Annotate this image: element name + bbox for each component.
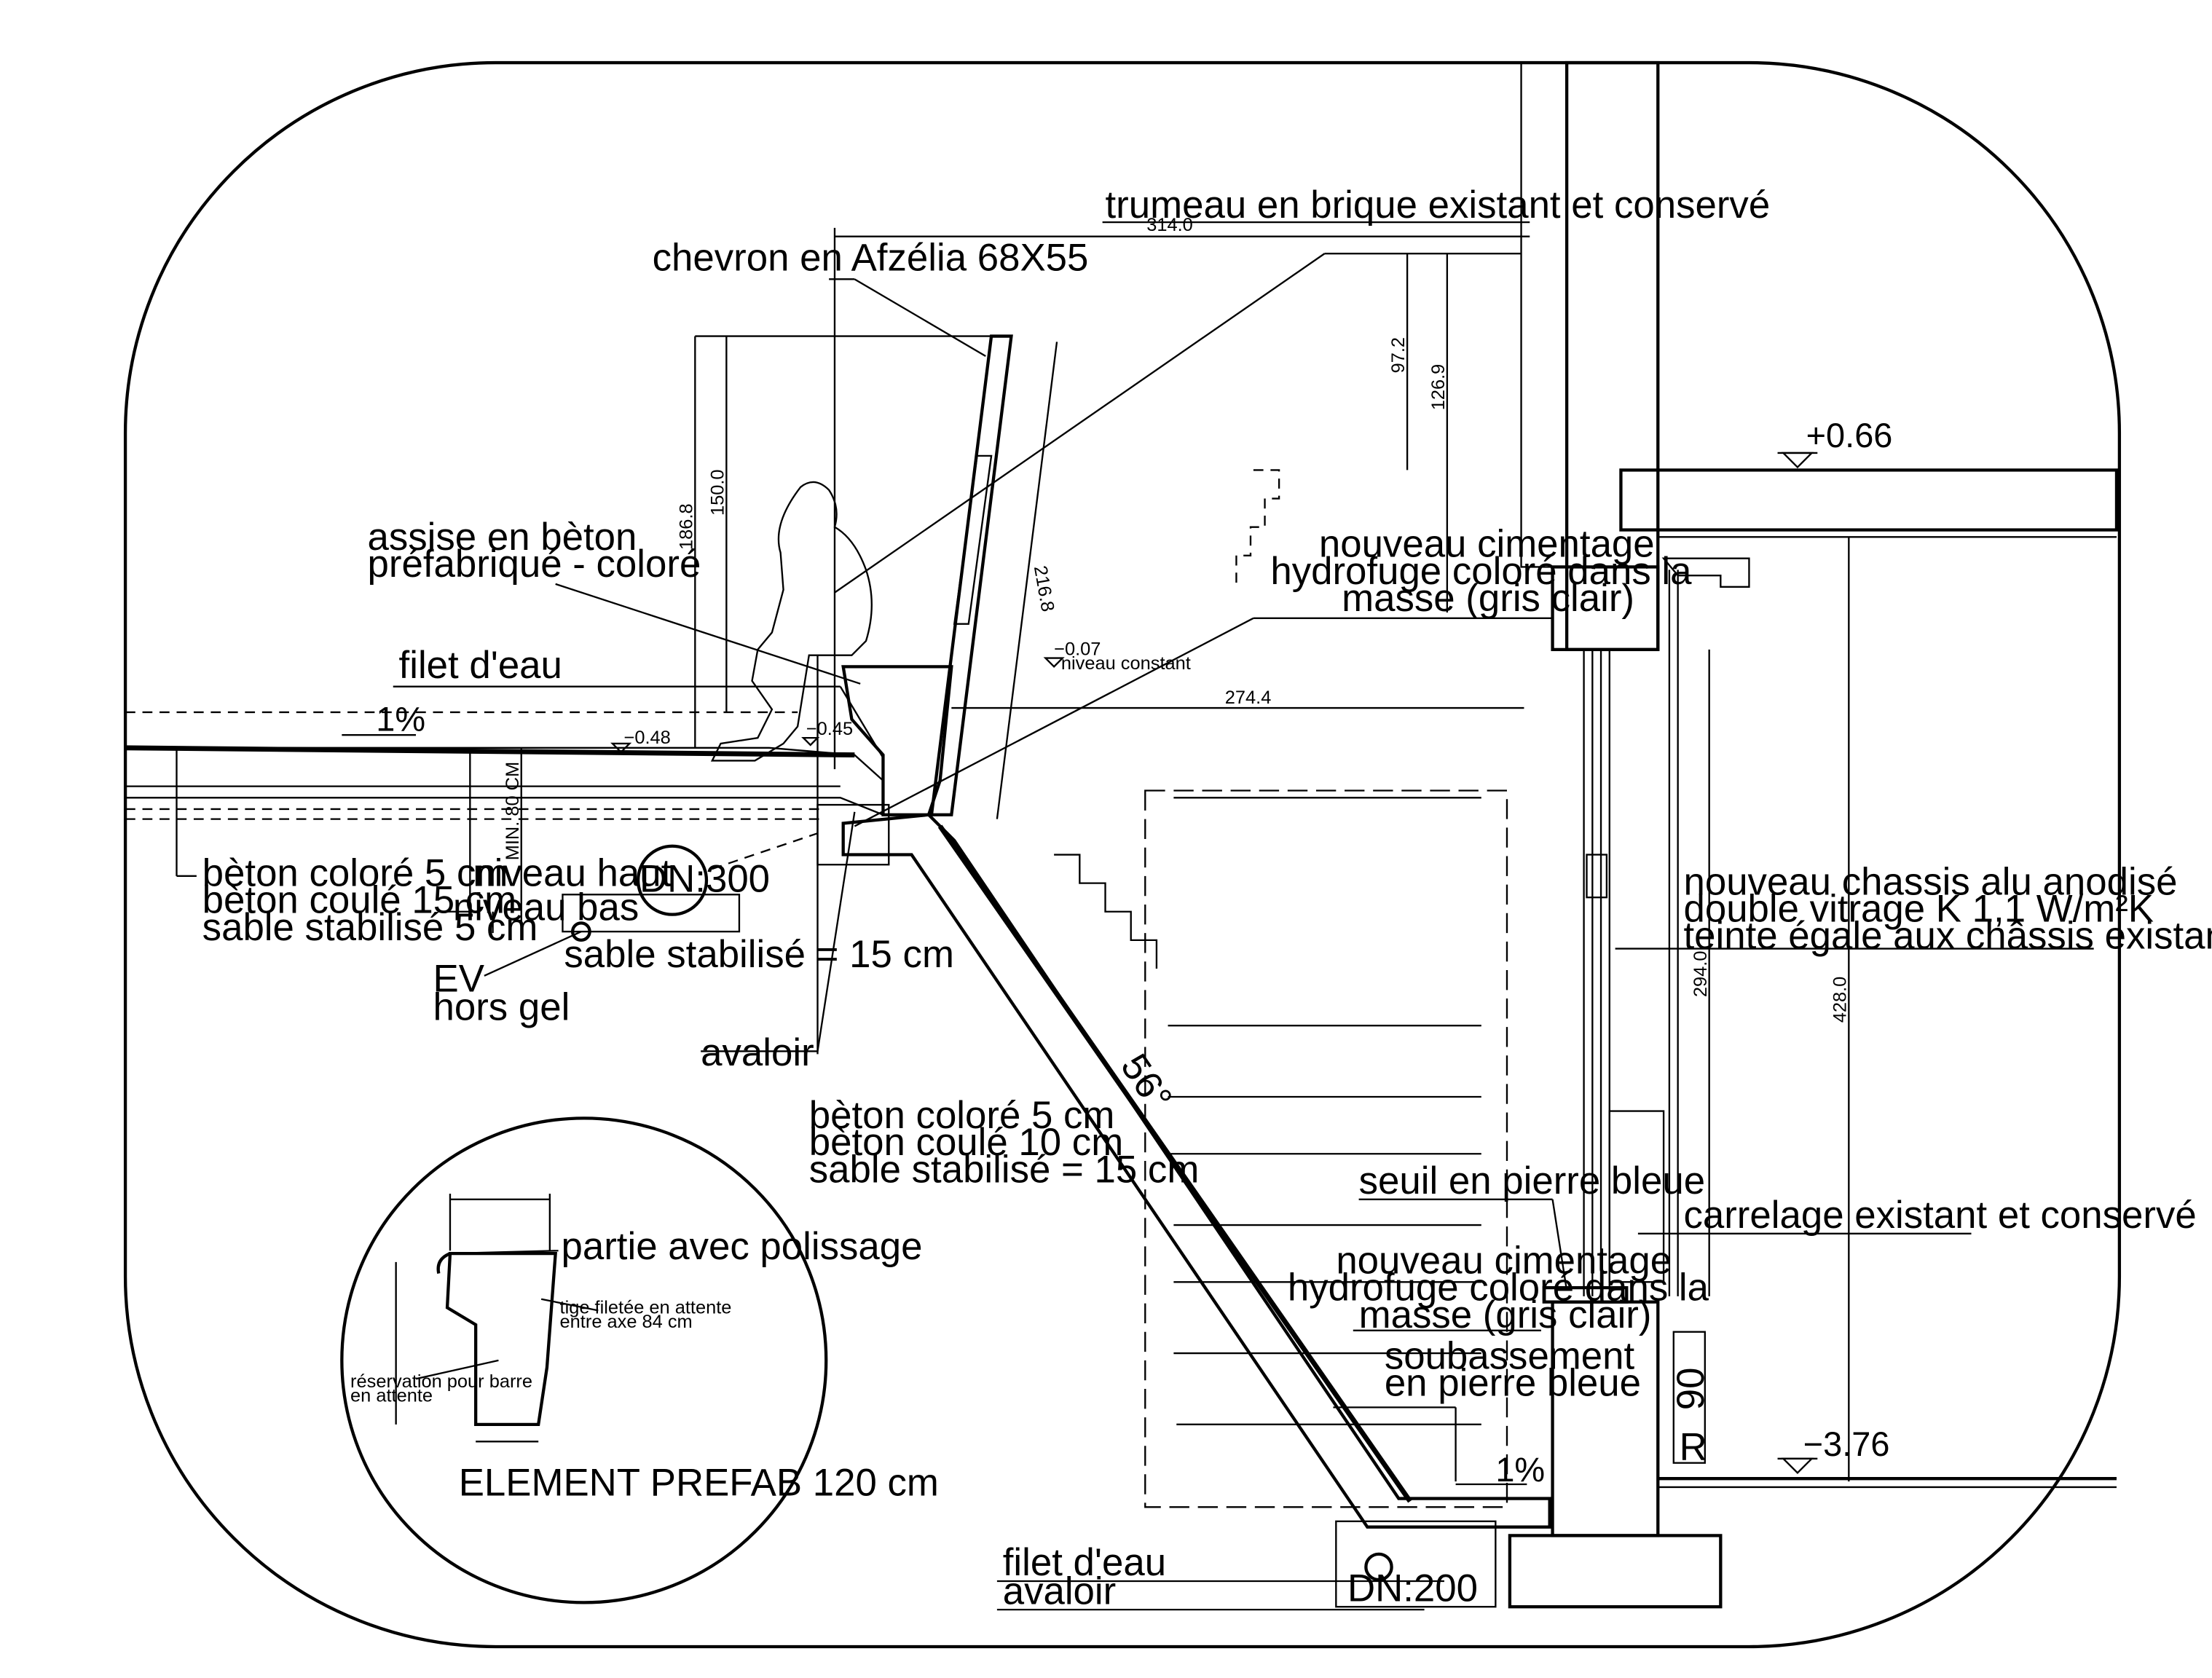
r-letter: R bbox=[1680, 1426, 1707, 1469]
dn200-pipe bbox=[1364, 1552, 1393, 1582]
label-layers-ramp-2: bèton coulé 10 cm bbox=[809, 1121, 1123, 1164]
label-filet-eau-bot: filet d'eau bbox=[1003, 1541, 1166, 1584]
label-chevron: chevron en Afzélia 68X55 bbox=[653, 237, 1089, 280]
level-m045: −0.45 bbox=[806, 719, 853, 739]
label-filet-eau-top: filet d'eau bbox=[399, 644, 562, 687]
label-soubassement-1: soubassement bbox=[1385, 1335, 1635, 1378]
label-cimentage-top-2: hydrofuge coloré dans la bbox=[1270, 550, 1692, 593]
outer-frame bbox=[123, 60, 2122, 1649]
label-cimentage-bot-2: hydrofuge coloré dans la bbox=[1288, 1267, 1709, 1309]
detail-circle bbox=[340, 1116, 828, 1604]
detail-polissage: partie avec polissage bbox=[561, 1225, 922, 1268]
seated-person bbox=[710, 481, 873, 762]
label-assise-2: préfabriqué - coloré bbox=[368, 543, 701, 586]
leader-lines bbox=[176, 221, 2094, 1611]
dimension-lines bbox=[520, 227, 1850, 1482]
dim-314: 314.0 bbox=[1146, 215, 1193, 235]
ninety-label: 90 bbox=[1669, 1368, 1712, 1411]
level-minus: −3.76 bbox=[1803, 1425, 1890, 1463]
label-cimentage-top-1: nouveau cimentage bbox=[1319, 523, 1655, 566]
label-layers-left-3: sable stabilisé 5 cm bbox=[202, 906, 538, 949]
detail-reservation-1: réservation pour barre bbox=[350, 1371, 532, 1392]
label-cimentage-bot-1: nouveau cimentage bbox=[1336, 1240, 1672, 1283]
detail-title: ELEMENT PREFAB 120 cm bbox=[459, 1462, 939, 1505]
niveau-constant: niveau constant bbox=[1061, 653, 1191, 674]
slope-bot: 1% bbox=[1495, 1451, 1545, 1489]
floor-slab bbox=[1619, 468, 2119, 538]
level-m048: −0.48 bbox=[624, 728, 671, 748]
min80-label: MIN. 80 CM bbox=[503, 762, 523, 861]
level-markers bbox=[342, 452, 1818, 1486]
dim-126: 126.9 bbox=[1428, 364, 1449, 411]
label-ev-1: EV bbox=[433, 957, 484, 1000]
dim-294: 294.0 bbox=[1691, 951, 1711, 998]
label-cimentage-top-3: masse (gris clair) bbox=[1342, 577, 1634, 620]
label-cimentage-bot-3: masse (gris clair) bbox=[1359, 1293, 1652, 1336]
label-soubassement-2: en pierre bleue bbox=[1385, 1362, 1641, 1405]
detail-reservation-2: en attente bbox=[350, 1386, 433, 1406]
street-slab bbox=[124, 711, 884, 820]
dim-274: 274.4 bbox=[1225, 688, 1272, 708]
label-seuil: seuil en pierre bleue bbox=[1359, 1159, 1705, 1202]
label-layers-ramp-3: sable stabilisé = 15 cm bbox=[809, 1148, 1200, 1191]
label-trumeau: trumeau en brique existant et conservé bbox=[1106, 184, 1771, 227]
label-sable-15: sable stabilisé = 15 cm bbox=[564, 933, 954, 976]
dim-150: 150.0 bbox=[707, 469, 728, 516]
label-avaloir-bot: avaloir bbox=[1003, 1569, 1117, 1612]
level-m007: −0.07 bbox=[1054, 639, 1101, 660]
ev-pipe bbox=[570, 921, 591, 942]
prefab-element-section bbox=[445, 1252, 557, 1427]
dim-428: 428.0 bbox=[1830, 977, 1850, 1023]
angle-label: 56° bbox=[1112, 1047, 1181, 1119]
dn300-pipe bbox=[636, 844, 709, 916]
label-avaloir-mid: avaloir bbox=[701, 1031, 814, 1074]
dim-97: 97.2 bbox=[1388, 337, 1409, 373]
tiles-existing bbox=[1608, 1110, 1665, 1283]
label-assise-1: assise en bèton bbox=[368, 516, 637, 559]
level-plus: +0.66 bbox=[1806, 417, 1893, 454]
interior-floor bbox=[1658, 1331, 2117, 1489]
dim-216: 216.8 bbox=[1030, 564, 1058, 613]
label-chassis-2: double vitrage K 1,1 W/m²K bbox=[1683, 887, 2154, 930]
chevron-backrest bbox=[929, 334, 1058, 819]
label-niveau-haut: niveau haut bbox=[473, 852, 672, 895]
detail-tige-1: tige filetée en attente bbox=[560, 1297, 732, 1317]
label-dn200: DN:200 bbox=[1347, 1567, 1478, 1610]
label-layers-left-2: bèton coulé 15 cm bbox=[202, 879, 516, 922]
prefab-seat bbox=[841, 665, 953, 816]
pipes bbox=[562, 844, 1497, 1608]
slope-top: 1% bbox=[376, 700, 425, 738]
foundation bbox=[1508, 1534, 1723, 1609]
label-niveau-bas: niveau bas bbox=[453, 886, 639, 929]
label-layers-ramp-1: bèton coloré 5 cm bbox=[809, 1094, 1115, 1137]
label-chassis-1: nouveau chassis alu anodisé bbox=[1683, 860, 2177, 903]
stair-outline bbox=[1054, 469, 1508, 1508]
dim-186: 186.8 bbox=[676, 503, 696, 550]
label-chassis-3: teinte égale aux châssis existants :blan… bbox=[1683, 915, 2212, 958]
label-layers-left-1: bèton coloré 5 cm bbox=[202, 852, 508, 895]
brick-pier bbox=[1520, 60, 1660, 652]
label-dn300: DN:300 bbox=[639, 857, 770, 900]
detail-tige-2: entre axe 84 cm bbox=[560, 1312, 693, 1332]
label-ev-2: hors gel bbox=[433, 985, 570, 1028]
label-carrelage: carrelage existant et conservé bbox=[1683, 1194, 2196, 1237]
